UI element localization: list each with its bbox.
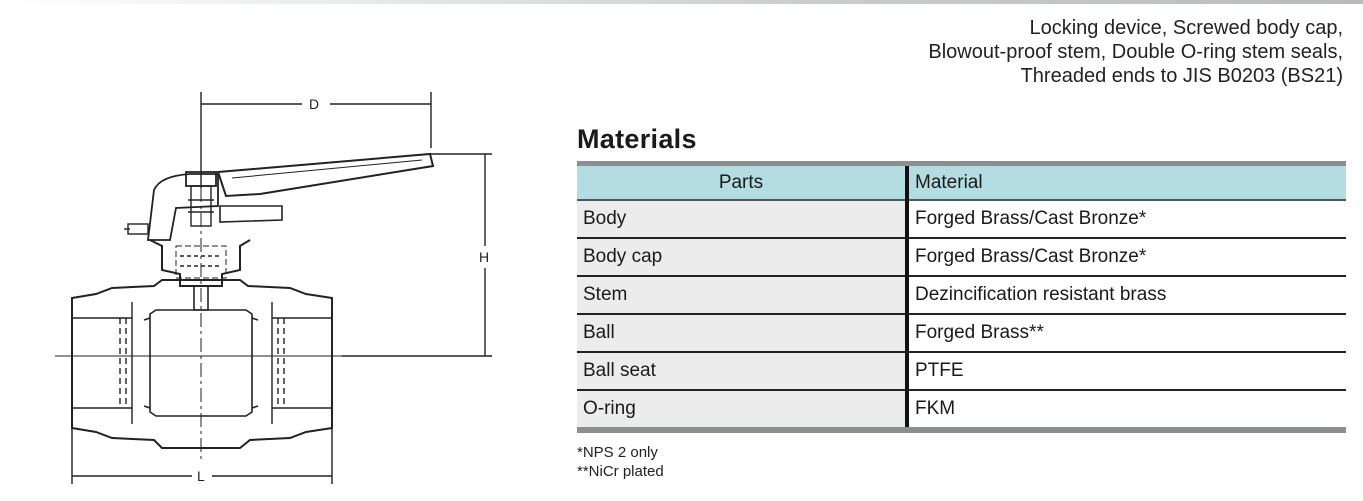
material-cell: Forged Brass** <box>905 314 1346 353</box>
part-cell: O-ring <box>577 390 907 433</box>
ball-seats <box>143 317 259 409</box>
footnote-2: **NiCr plated <box>577 463 664 480</box>
locking-device <box>146 173 219 241</box>
table-header-row: Parts Material <box>577 161 1346 201</box>
table-row: O-ring FKM <box>577 390 1346 433</box>
feature-line-3: Threaded ends to JIS B0203 (BS21) <box>1020 65 1343 87</box>
header-material: Material <box>905 161 1346 201</box>
dim-label-d: D <box>309 96 319 112</box>
footnotes: *NPS 2 only **NiCr plated <box>577 443 664 481</box>
table-row: Ball Forged Brass** <box>577 314 1346 353</box>
table-row: Ball seat PTFE <box>577 352 1346 391</box>
valve-body <box>71 279 333 449</box>
lock-pin <box>127 223 149 235</box>
part-cell: Body cap <box>577 238 907 277</box>
dim-label-h: H <box>479 249 489 265</box>
part-cell: Body <box>577 200 907 239</box>
table-row: Body Forged Brass/Cast Bronze* <box>577 200 1346 239</box>
footnote-1: *NPS 2 only <box>577 444 658 461</box>
dim-label-l: L <box>197 468 205 484</box>
stem-top <box>190 185 212 227</box>
feature-line-1: Locking device, Screwed body cap, <box>1029 17 1343 39</box>
material-cell: PTFE <box>905 352 1346 391</box>
material-cell: FKM <box>905 390 1346 433</box>
materials-table: Parts Material Body Forged Brass/Cast Br… <box>577 161 1346 433</box>
material-cell: Dezincification resistant brass <box>905 276 1346 315</box>
ball <box>149 309 253 417</box>
part-cell: Ball <box>577 314 907 353</box>
table-row: Body cap Forged Brass/Cast Bronze* <box>577 238 1346 277</box>
part-cell: Ball seat <box>577 352 907 391</box>
materials-title: Materials <box>577 124 697 154</box>
top-rule <box>0 0 1363 4</box>
feature-list: Locking device, Screwed body cap, Blowou… <box>583 16 1343 88</box>
handle-lever <box>216 152 435 198</box>
body-cap <box>149 239 251 287</box>
valve-drawing: D H L <box>55 92 492 484</box>
material-cell: Forged Brass/Cast Bronze* <box>905 200 1346 239</box>
feature-line-2: Blowout-proof stem, Double O-ring stem s… <box>928 41 1343 63</box>
material-cell: Forged Brass/Cast Bronze* <box>905 238 1346 277</box>
part-cell: Stem <box>577 276 907 315</box>
table-row: Stem Dezincification resistant brass <box>577 276 1346 315</box>
header-parts: Parts <box>577 161 907 201</box>
